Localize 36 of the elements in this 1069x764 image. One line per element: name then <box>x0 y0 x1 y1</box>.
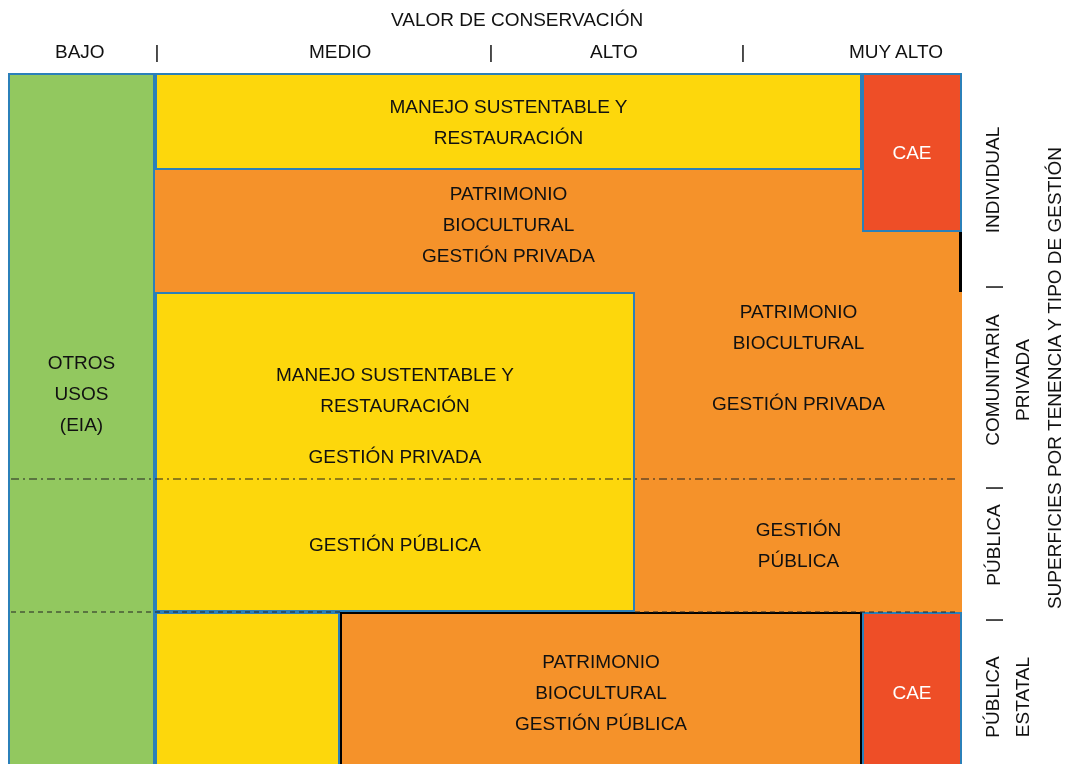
separator-mark: | <box>980 284 1004 290</box>
separator-mark: | <box>980 485 1004 491</box>
land-use-zone <box>340 612 862 764</box>
separator-mark: | <box>980 617 1004 623</box>
separator-mark: | <box>488 40 494 64</box>
separator-mark: | <box>154 40 160 64</box>
zone-label: GESTIÓN PRIVADA <box>712 392 885 416</box>
land-use-zone <box>862 73 962 232</box>
axis-title: SUPERFICIES POR TENENCIA Y TIPO DE GESTIÓN <box>1043 146 1067 610</box>
zone-label: MANEJO SUSTENTABLE Y RESTAURACIÓN <box>275 363 515 418</box>
zone-label: PATRIMONIO BIOCULTURAL GESTIÓN PÚBLICA <box>513 649 689 736</box>
axis-title: VALOR DE CONSERVACIÓN <box>391 8 644 32</box>
land-use-zone <box>862 612 962 764</box>
axis-category: BAJO <box>55 40 105 64</box>
zone-label: CAE <box>892 680 932 705</box>
zone-label: GESTIÓN PRIVADA <box>308 445 482 469</box>
land-use-zone <box>8 73 155 764</box>
axis-category: INDIVIDUAL <box>980 126 1004 234</box>
land-use-zone <box>155 612 340 764</box>
axis-category: COMUNITARIA PRIVADA <box>981 313 1034 448</box>
axis-category: ALTO <box>590 40 638 64</box>
zone-label: PATRIMONIO BIOCULTURAL GESTIÓN PRIVADA <box>421 182 596 268</box>
zone-label: PATRIMONIO BIOCULTURAL <box>731 300 866 355</box>
separator-mark: | <box>740 40 746 64</box>
land-use-zone <box>155 478 635 612</box>
zone-label: MANEJO SUSTENTABLE Y RESTAURACIÓN <box>388 94 629 150</box>
zone-label: GESTIÓN PÚBLICA <box>308 532 482 557</box>
land-use-zone <box>155 292 635 478</box>
zone-label: GESTIÓN PÚBLICA <box>754 518 843 573</box>
axis-category: MEDIO <box>309 40 372 64</box>
zone-label: CAE <box>892 141 932 165</box>
axis-category: PÚBLICA ESTATAL <box>981 655 1034 740</box>
axis-category: MUY ALTO <box>849 40 943 64</box>
axis-category: PÚBLICA <box>981 504 1005 586</box>
zone-label: OTROS USOS (EIA) <box>46 351 117 437</box>
land-use-zone <box>155 73 862 170</box>
